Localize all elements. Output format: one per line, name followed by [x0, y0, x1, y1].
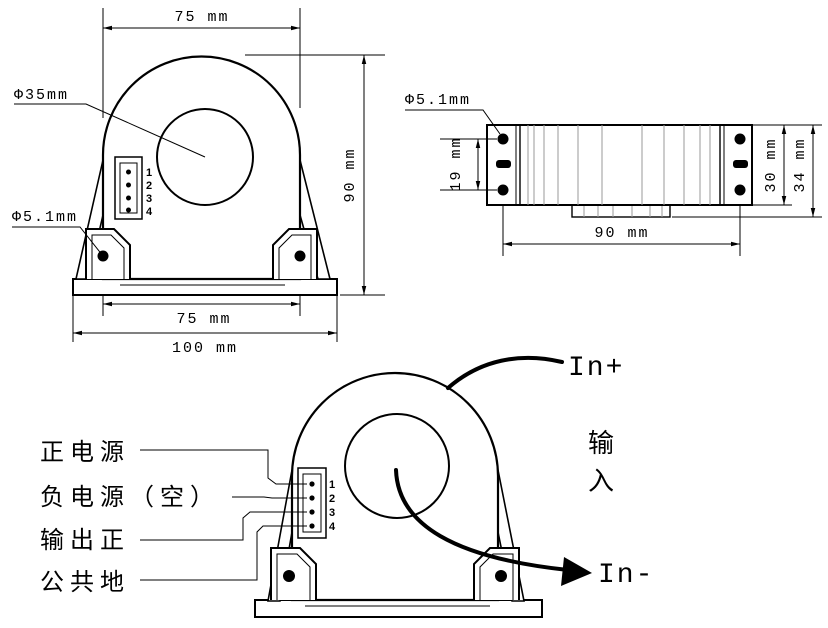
- front-pin-label: 1: [146, 167, 152, 179]
- mount-hole-diameter-label: Φ5.1mm: [12, 209, 78, 226]
- front-connector: 1 2 3 4: [114, 156, 153, 220]
- wiring-view: 1 2 3 4 正电源 负电源（空） 输出正 公共地 In+ 输 入 In-: [40, 353, 654, 618]
- pin-3-leader: [140, 511, 307, 541]
- front-connector-pin: [126, 182, 131, 188]
- side-mount-hole-diameter-label: Φ5.1mm: [405, 92, 471, 109]
- pin-function-output-positive: 输出正: [40, 526, 130, 554]
- front-pin-label: 4: [146, 206, 153, 218]
- wiring-left-foot-inner: [276, 553, 311, 600]
- side-mount-hole-leader: [405, 109, 501, 135]
- side-mount-hole: [734, 184, 746, 196]
- wiring-pin-label: 4: [329, 521, 336, 533]
- front-connector-pin: [126, 207, 131, 213]
- wiring-connector-inner: [302, 473, 322, 533]
- input-negative-arrowhead-icon: [561, 557, 592, 586]
- wiring-pin-label: 3: [329, 507, 335, 519]
- wiring-pin-label: 2: [329, 493, 335, 505]
- dim-top-width-label: 75 mm: [174, 9, 229, 26]
- input-positive-label: In+: [568, 353, 624, 384]
- wiring-connector-pin: [309, 481, 315, 487]
- front-right-foot-inner: [278, 234, 312, 279]
- side-mount-hole: [497, 133, 509, 145]
- side-mount-slot: [733, 160, 748, 168]
- hole-diameter-label: Φ35mm: [14, 87, 69, 104]
- wiring-pin-label: 1: [329, 479, 335, 491]
- side-mount-hole: [497, 184, 509, 196]
- wiring-base-plate: [254, 599, 543, 618]
- front-connector-inner: [119, 162, 138, 214]
- dim-body-height-label: 30 mm: [763, 137, 780, 192]
- dim-base-width-label: 100 mm: [172, 340, 238, 357]
- hole-diameter-leader: [14, 103, 206, 158]
- input-negative-cable: [394, 468, 570, 572]
- wiring-left-mount-hole: [283, 570, 295, 582]
- dim-mount-spacing-label: 75 mm: [176, 311, 231, 328]
- dim-height-label: 90 mm: [342, 147, 359, 202]
- wiring-right-foot-inner: [479, 553, 514, 600]
- pin-2-leader: [232, 496, 307, 499]
- dim-length-label: 90 mm: [594, 225, 649, 242]
- wiring-right-mount-hole: [495, 570, 507, 582]
- front-connector-pin: [126, 169, 131, 175]
- front-pin-label: 3: [146, 193, 152, 205]
- input-negative-label: In-: [598, 560, 654, 591]
- side-view: Φ5.1mm 19 mm 30 mm 34 mm 90 mm: [405, 92, 822, 256]
- mount-hole-leader: [12, 226, 104, 257]
- input-label-char: 入: [588, 467, 620, 497]
- front-base-plate: [72, 278, 338, 296]
- wiring-connector: 1 2 3 4: [297, 467, 336, 539]
- front-view: 1 2 3 4 75 mm Φ35mm Φ5.1mm 90 mm 75 mm 1…: [12, 8, 385, 357]
- pin-function-negative-supply: 负电源（空）: [40, 483, 220, 511]
- wiring-connector-pin: [309, 509, 315, 515]
- pin-function-positive-supply: 正电源: [40, 438, 130, 466]
- pin-4-leader: [140, 525, 307, 581]
- pin-function-common-ground: 公共地: [40, 568, 130, 596]
- side-bottom-protrusion: [571, 204, 671, 218]
- pin-1-leader: [140, 449, 307, 485]
- front-pin-label: 2: [146, 180, 152, 192]
- wiring-center-hole: [344, 413, 450, 519]
- front-connector-pin: [126, 195, 131, 201]
- wiring-connector-pin: [309, 495, 315, 501]
- front-left-foot-inner: [91, 234, 125, 279]
- wiring-connector-pin: [309, 523, 315, 529]
- side-mount-slot: [496, 160, 511, 168]
- dim-hole-spacing-label: 19 mm: [448, 136, 465, 191]
- side-mount-hole: [734, 133, 746, 145]
- dim-total-height-label: 34 mm: [792, 137, 809, 192]
- input-positive-cable: [446, 355, 564, 390]
- side-body: [486, 124, 753, 206]
- input-label-char: 输: [588, 429, 620, 459]
- front-right-mount-hole: [294, 250, 306, 262]
